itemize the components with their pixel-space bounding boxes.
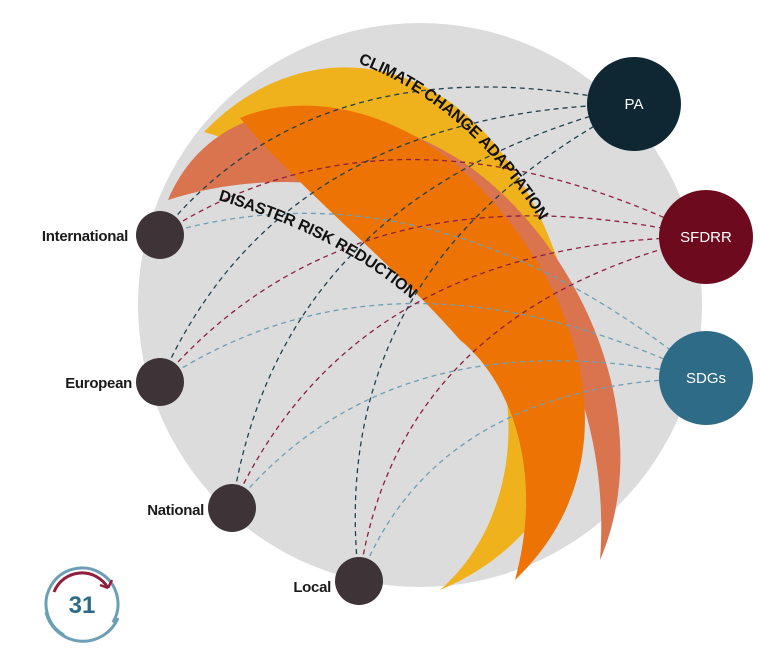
framework-pa: PA <box>587 57 681 151</box>
level-label-local: Local <box>293 579 331 596</box>
level-node-european <box>136 358 184 406</box>
level-national: National <box>147 484 256 532</box>
level-label-international: International <box>42 228 128 245</box>
link-european-pa <box>159 103 635 383</box>
framework-sdgs: SDGs <box>659 331 753 425</box>
link-local-sdgs <box>358 377 707 582</box>
level-node-local <box>335 557 383 605</box>
connector-links <box>159 86 707 582</box>
link-international-sfdrr <box>159 158 707 238</box>
level-node-national <box>208 484 256 532</box>
link-local-sfdrr <box>358 236 707 582</box>
link-national-sfdrr <box>231 236 707 509</box>
link-international-pa <box>159 86 635 236</box>
link-national-pa <box>231 103 635 509</box>
framework-label-sdgs: SDGs <box>686 370 726 387</box>
page-number-badge: 31 <box>44 566 120 643</box>
level-international: International <box>42 211 184 259</box>
level-local: Local <box>293 557 383 605</box>
framework-node-pa <box>587 57 681 151</box>
link-european-sfdrr <box>159 215 707 383</box>
link-european-sdgs <box>159 302 707 383</box>
band-orange <box>240 105 585 580</box>
page-number: 31 <box>69 592 96 619</box>
framework-label-sfdrr: SFDRR <box>680 229 732 246</box>
badge-arc-blue <box>44 611 120 643</box>
level-label-european: European <box>65 375 132 392</box>
level-node-international <box>136 211 184 259</box>
level-european: European <box>65 358 184 406</box>
badge-arc-red <box>52 571 110 593</box>
link-national-sdgs <box>231 360 707 509</box>
badge-arrow-icon <box>99 579 114 590</box>
level-label-national: National <box>147 502 204 519</box>
framework-node-sdgs <box>659 331 753 425</box>
framework-node-sfdrr <box>659 190 753 284</box>
framework-sfdrr: SFDRR <box>659 190 753 284</box>
link-local-pa <box>354 103 635 582</box>
framework-label-pa: PA <box>625 96 644 113</box>
